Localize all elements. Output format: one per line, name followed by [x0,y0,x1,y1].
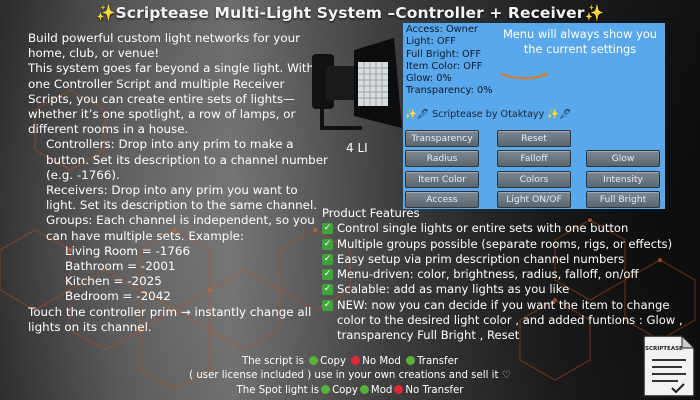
permissions-footer: The script is Copy No Mod Transfer ( use… [150,355,550,398]
land-impact-label: 4 LI [346,141,368,155]
feature-item: ✓ Control single lights or entire sets wi… [322,221,688,236]
red-dot-icon [351,356,361,365]
light-on-off-button[interactable]: Light ON/OF [497,191,571,208]
status-light: Light: OFF [406,36,456,48]
access-button[interactable]: Access [405,191,479,208]
intensity-button[interactable]: Intensity [586,171,660,188]
radius-button[interactable]: Radius [405,150,479,167]
example-bedroom: Bedroom = -2042 [65,289,171,304]
product-features: Product Features ✓ Control single lights … [322,206,688,344]
perm-copy: Copy [320,356,346,367]
menu-note: Menu will always show you the current se… [502,27,658,56]
status-full-bright: Full Bright: OFF [406,48,482,60]
check-icon: ✓ [322,269,333,281]
check-icon: ✓ [322,299,333,311]
heart-icon: ♡ [501,370,511,382]
status-transparency: Transparency: 0% [406,85,493,97]
green-dot-icon [309,356,319,365]
groups-text: Groups: Each channel is independent, so … [46,213,315,243]
colors-button[interactable]: Colors [497,171,571,188]
example-living-room: Living Room = -1766 [65,243,191,258]
feature-text: NEW: now you can decide if you want the … [337,297,683,343]
perm-mod: Mod [370,384,393,396]
script-permissions: The script is Copy No Mod Transfer [150,355,550,369]
item-color-button[interactable]: Item Color [405,171,479,188]
status-glow: Glow: 0% [406,73,452,85]
intro-paragraph-2: This system goes far beyond a single lig… [28,61,315,137]
license-text: ( user license included ) use in your ow… [189,370,499,382]
transparency-button[interactable]: Transparency [405,130,479,147]
spotlight-permissions: The Spot light is Copy Mod No Transfer [150,384,550,398]
credit-text: ✨🖋 Scriptease by Otaktayy ✨🖋 [405,109,572,120]
intro-paragraph-1: Build powerful custom light networks for… [28,31,301,61]
spotlight-permissions-label: The Spot light is [236,384,320,396]
status-item-color: Item Color: OFF [406,60,483,72]
perm-copy: Copy [332,384,358,396]
green-dot-icon [406,356,416,365]
feature-item: ✓ Multiple groups possible (separate room… [322,237,688,252]
feature-item: ✓ NEW: now you can decide if you want the… [322,298,688,344]
example-kitchen: Kitchen = -2025 [65,274,162,289]
red-dot-icon [394,384,404,394]
status-readout: Access: Owner Light: OFF Full Bright: OF… [406,24,493,98]
arrow-swoosh-icon [500,72,548,80]
perm-no-mod: No Mod [362,356,401,367]
feature-text: Easy setup via prim description channel … [337,251,625,266]
full-bright-button[interactable]: Full Bright [586,191,660,208]
check-icon: ✓ [322,238,333,250]
feature-text: Scalable: add as many lights as you like [337,282,570,297]
falloff-button[interactable]: Falloff [497,150,571,167]
perm-no-transfer: No Transfer [405,384,464,396]
check-icon: ✓ [322,253,333,265]
license-note: ( user license included ) use in your ow… [150,369,550,383]
green-dot-icon [321,384,331,394]
page-title: ✨Scriptease Multi-Light System –Controll… [96,4,604,22]
intro-description: Build powerful custom light networks for… [28,31,328,335]
feature-text: Control single lights or entire sets wit… [337,221,629,236]
receivers-text: Receivers: Drop into any prim you want t… [46,183,318,213]
features-heading: Product Features [322,206,420,220]
perm-transfer: Transfer [417,356,459,367]
check-icon: ✓ [322,223,333,235]
scriptease-logo [643,334,696,397]
check-icon: ✓ [322,284,333,296]
status-access: Access: Owner [406,24,478,35]
glow-button[interactable]: Glow [586,150,660,167]
feature-item: ✓ Scalable: add as many lights as you lik… [322,282,688,297]
logo-text: SCRIPTEASE [645,346,683,352]
example-bathroom: Bathroom = -2001 [65,259,176,274]
feature-item: ✓ Easy setup via prim description channel… [322,252,688,267]
reset-button[interactable]: Reset [497,130,571,147]
controllers-text: Controllers: Drop into any prim to make … [46,137,328,182]
green-dot-icon [359,384,369,394]
spotlight-icon [312,38,402,130]
feature-item: ✓ Menu-driven: color, brightness, radius,… [322,267,688,282]
closing-text: Touch the controller prim → instantly ch… [28,304,312,334]
feature-text: Menu-driven: color, brightness, radius, … [337,267,639,282]
menu-dialog: Access: Owner Light: OFF Full Bright: OF… [403,23,665,209]
feature-text: Multiple groups possible (separate rooms… [337,236,673,251]
features-list: ✓ Control single lights or entire sets wi… [322,221,688,343]
script-permissions-label: The script is [241,356,304,367]
